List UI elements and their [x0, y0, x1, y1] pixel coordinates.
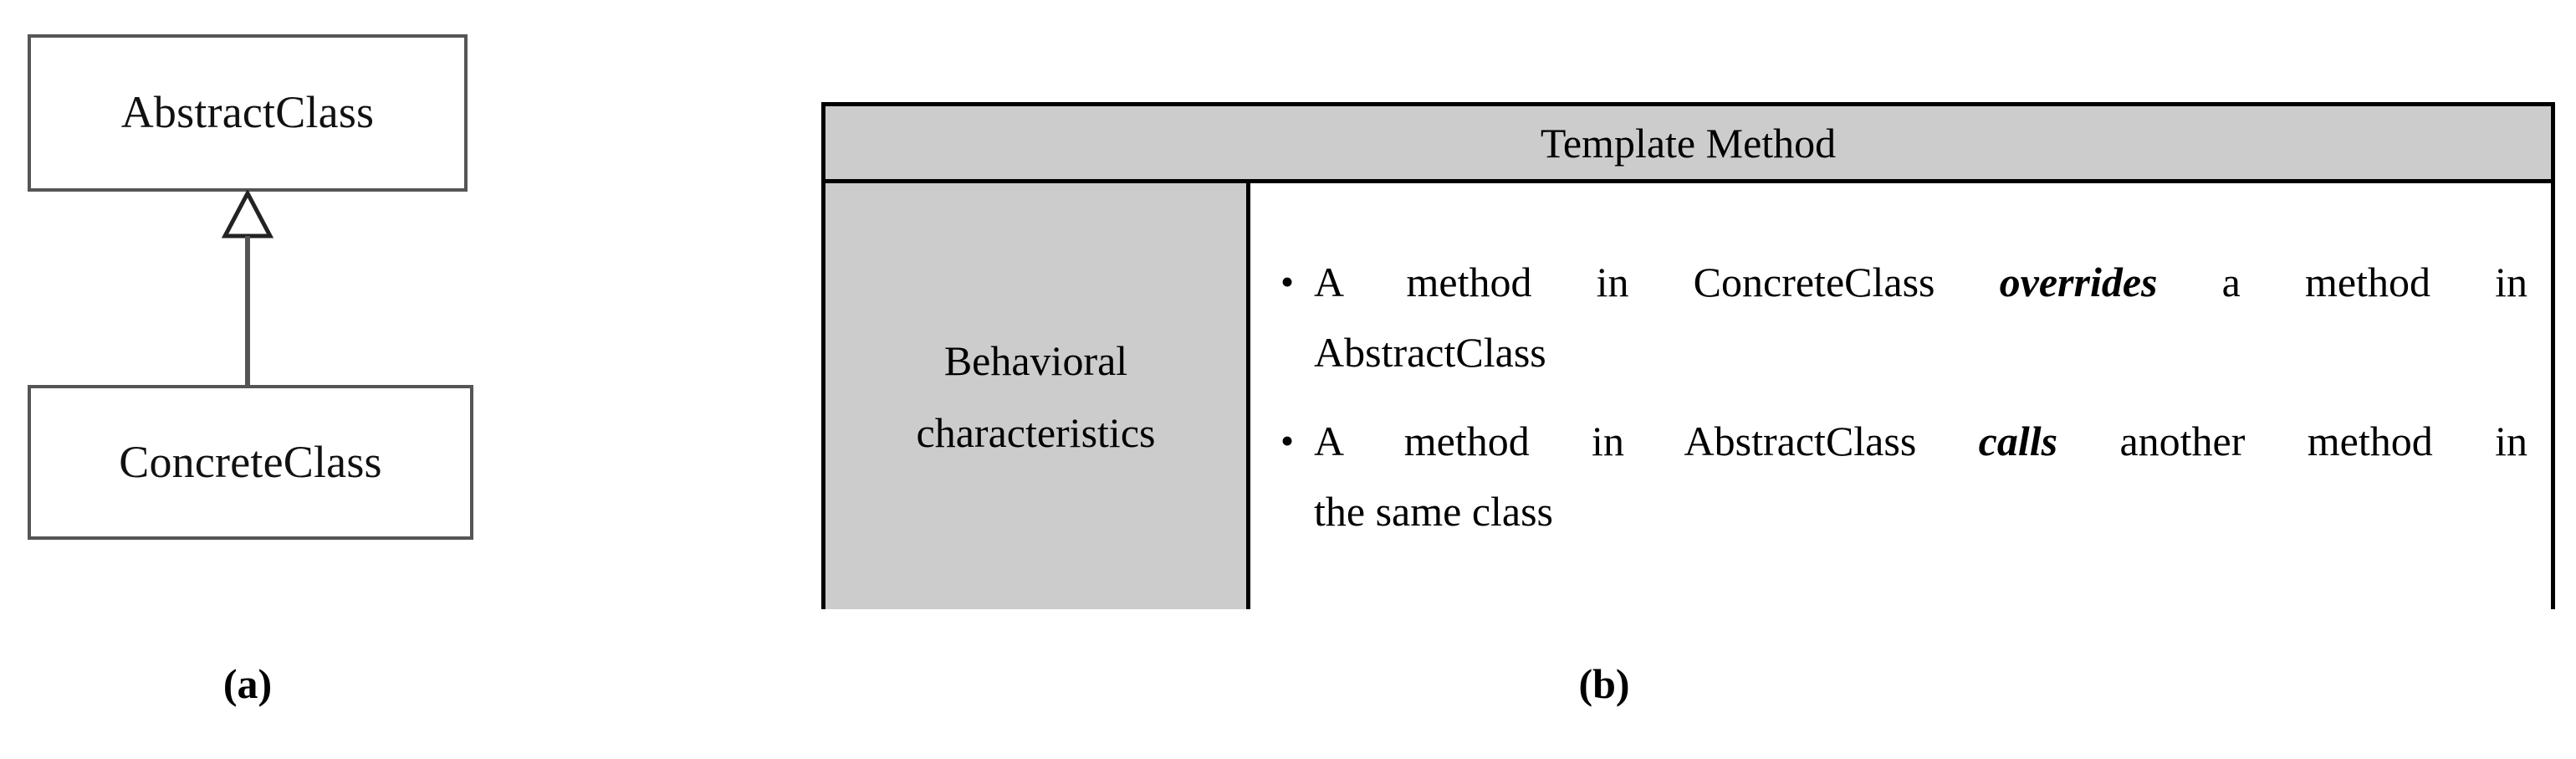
table-row-label-cell: Behavioral characteristics: [825, 183, 1250, 609]
uml-class-name-abstractclass: AbstractClass: [120, 87, 375, 138]
bullet-point-icon: •: [1280, 259, 1295, 303]
uml-class-name-concreteclass: ConcreteClass: [119, 436, 382, 487]
list-item-text-prefix: A method in ConcreteClass: [1314, 258, 2000, 305]
template-method-table: Template Method Behavioral characteristi…: [821, 102, 2555, 609]
list-item-text: A method in AbstractClass calls another …: [1314, 406, 2527, 546]
list-item-emphasis: calls: [1978, 417, 2058, 464]
generalization-arrow-icon: [203, 190, 292, 386]
list-item-line-1: A method in AbstractClass calls another …: [1314, 406, 2527, 476]
panel-b-caption: (b): [1578, 660, 1630, 707]
list-item-line-1: A method in ConcreteClass overrides a me…: [1314, 247, 2527, 317]
list-item-line-2: AbstractClass: [1314, 328, 1546, 376]
list-item: • A method in AbstractClass calls anothe…: [1280, 406, 2527, 546]
table-row-label-line-1: Behavioral: [943, 336, 1128, 384]
list-item-text: A method in ConcreteClass overrides a me…: [1314, 247, 2527, 387]
table-header-row: Template Method: [825, 106, 2551, 183]
table-header-title: Template Method: [1540, 119, 1837, 167]
uml-class-box-concreteclass: ConcreteClass: [28, 385, 473, 540]
table-row-label-line-2: characteristics: [916, 408, 1156, 456]
list-item-line-2: the same class: [1314, 487, 1554, 535]
bullet-point-icon: •: [1280, 418, 1295, 462]
panel-a-caption: (a): [222, 660, 273, 707]
table-content-cell: • A method in ConcreteClass overrides a …: [1250, 183, 2551, 609]
list-item: • A method in ConcreteClass overrides a …: [1280, 247, 2527, 387]
table-body-row: Behavioral characteristics • A method in…: [825, 183, 2551, 609]
list-item-text-suffix: another method in: [2057, 417, 2528, 464]
list-item-text-suffix: a method in: [2157, 258, 2527, 305]
list-item-text-prefix: A method in AbstractClass: [1314, 417, 1979, 464]
uml-class-box-abstractclass: AbstractClass: [28, 34, 468, 192]
list-item-emphasis: overrides: [1999, 258, 2158, 305]
